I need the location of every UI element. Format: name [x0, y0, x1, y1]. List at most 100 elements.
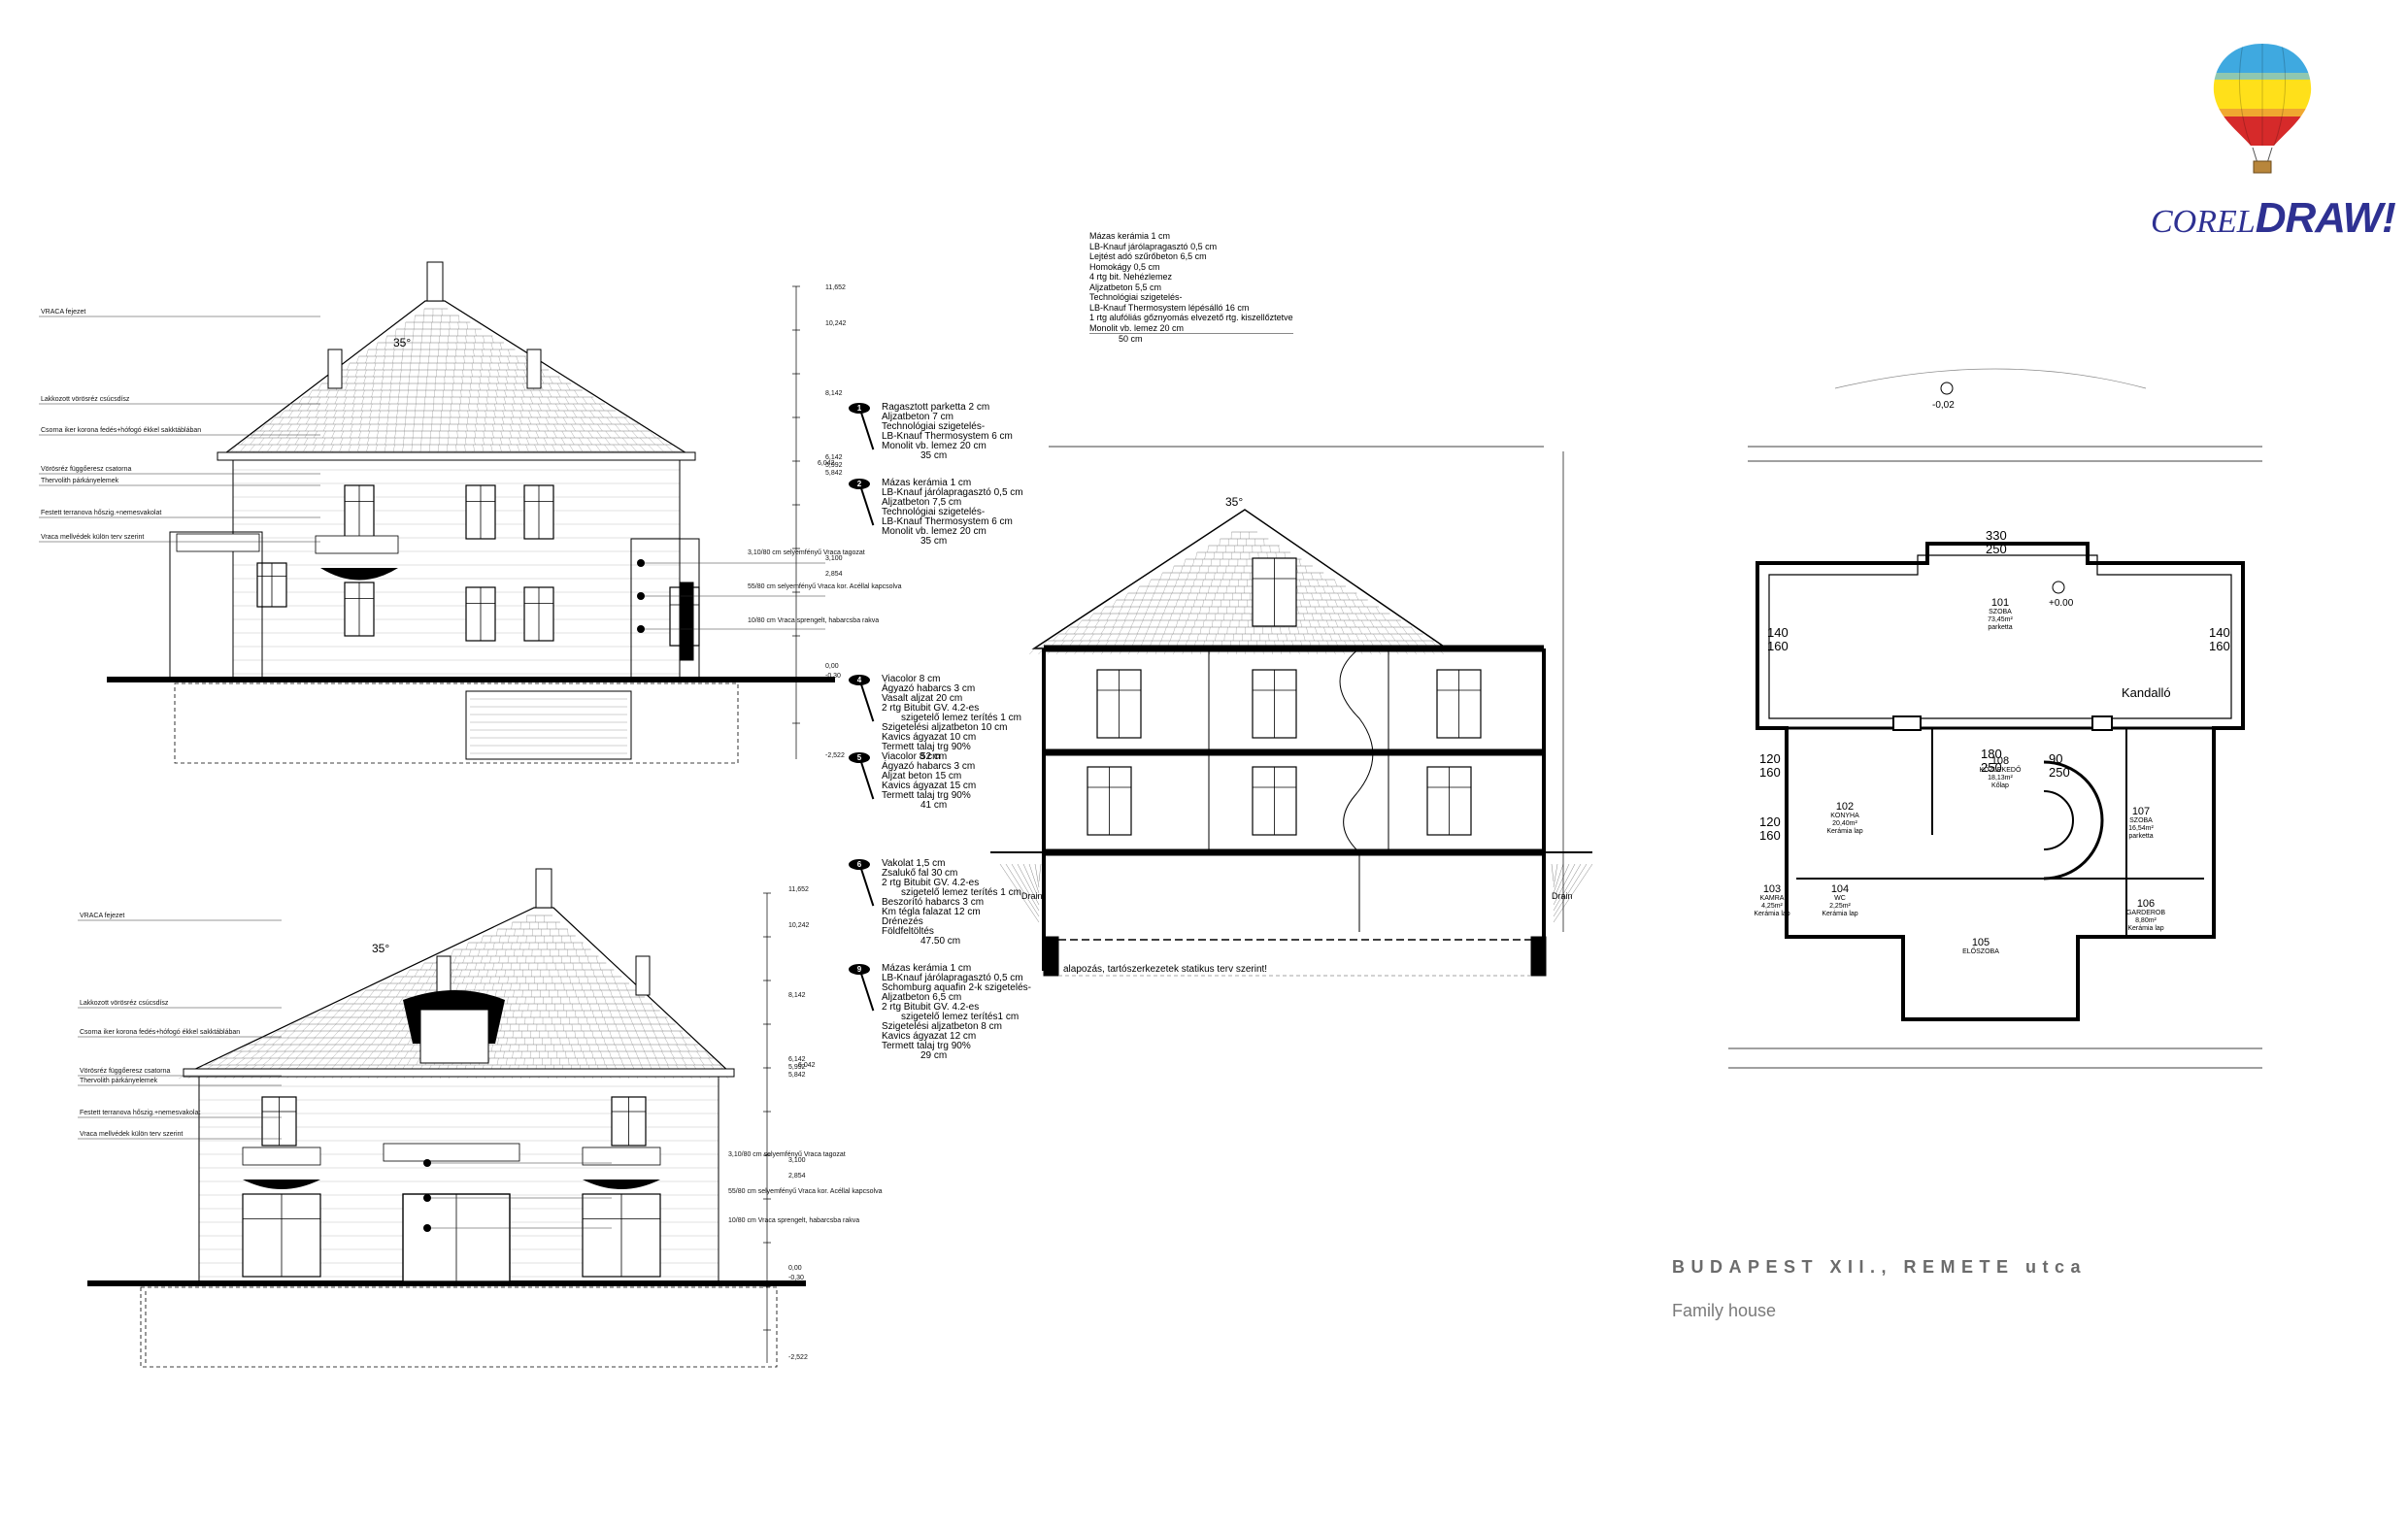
line [323, 1010, 331, 1018]
line [543, 437, 548, 446]
line [248, 1044, 257, 1052]
hatch [1553, 863, 1576, 906]
line [462, 976, 465, 984]
level-mark: 6,042 [818, 460, 835, 467]
line [633, 1003, 637, 1012]
line [1335, 619, 1339, 628]
line [1157, 599, 1160, 608]
line [455, 444, 457, 452]
line [307, 396, 313, 405]
note-line: szigetelő lemez terítés 1 cm [901, 887, 1021, 898]
line [452, 382, 453, 391]
line [281, 1057, 289, 1066]
line [354, 376, 357, 384]
level-mark: 8,142 [788, 992, 806, 999]
line [1320, 592, 1323, 601]
hatch [1553, 863, 1564, 894]
note-line: Mázas kerámia 1 cm [882, 478, 972, 488]
line [396, 410, 398, 418]
line [601, 969, 604, 978]
line [324, 403, 329, 412]
line [520, 1050, 522, 1059]
line [1278, 545, 1280, 553]
line [1325, 579, 1329, 587]
level-mark: 6,142 [825, 454, 843, 461]
line [305, 423, 310, 432]
line [586, 955, 589, 964]
line [528, 410, 532, 418]
line [623, 416, 630, 425]
line [258, 444, 264, 452]
line [1189, 565, 1192, 574]
line [645, 1010, 649, 1018]
line [619, 989, 621, 998]
line [281, 1037, 289, 1046]
line [351, 410, 354, 418]
level-mark: -0,30 [788, 1275, 804, 1281]
line [589, 410, 595, 418]
line [284, 1044, 292, 1052]
line [384, 349, 386, 357]
terrace-arc [1834, 368, 2147, 389]
line [317, 389, 321, 398]
line [699, 1057, 705, 1066]
line [396, 403, 399, 412]
room-name: SZOBA [2129, 817, 2153, 824]
elevation-label: Csorna iker korona fedés+hófogó ékkel sa… [80, 1029, 241, 1036]
line [563, 962, 565, 971]
line [525, 935, 527, 944]
line [410, 1044, 415, 1052]
opening-size: 90 250 [2049, 751, 2070, 780]
line [296, 423, 301, 432]
line [358, 423, 362, 432]
line [1136, 626, 1141, 635]
line [316, 403, 320, 412]
note-line: Kavics ágyazat 12 cm [882, 1031, 977, 1042]
line [516, 996, 518, 1005]
line [284, 444, 290, 452]
line [1159, 592, 1163, 601]
line [308, 1057, 316, 1066]
hatch [1017, 863, 1040, 906]
line [1226, 626, 1228, 635]
line [505, 376, 509, 384]
line [358, 430, 361, 439]
line [276, 444, 282, 452]
line [1136, 585, 1140, 594]
line [641, 1023, 646, 1032]
line [226, 1057, 237, 1066]
room-floor: Kőlap [1991, 782, 2009, 789]
line [292, 1044, 301, 1052]
line [262, 1057, 272, 1066]
line [375, 982, 381, 991]
line [574, 389, 579, 398]
roof-note-line: Aljzatbeton 5,5 cm [1089, 282, 1162, 292]
line [240, 444, 247, 452]
line [1190, 626, 1193, 635]
note-marker: 5 [849, 752, 870, 763]
line [383, 1044, 388, 1052]
line [374, 362, 377, 371]
line [664, 1037, 669, 1046]
line [479, 376, 482, 384]
line [1183, 558, 1187, 567]
line [538, 396, 543, 405]
line [582, 942, 584, 950]
line [661, 1050, 666, 1059]
line [535, 430, 539, 439]
line [358, 1050, 365, 1059]
line [567, 928, 569, 937]
project-subtitle: Family house [1672, 1301, 1777, 1320]
line [576, 948, 578, 957]
line [653, 1010, 657, 1018]
line [517, 955, 518, 964]
line [578, 996, 580, 1005]
line [297, 410, 302, 418]
line [514, 376, 518, 384]
line [547, 403, 551, 412]
line [394, 430, 396, 439]
line [269, 416, 276, 425]
level-mark: 5,992 [825, 462, 843, 469]
